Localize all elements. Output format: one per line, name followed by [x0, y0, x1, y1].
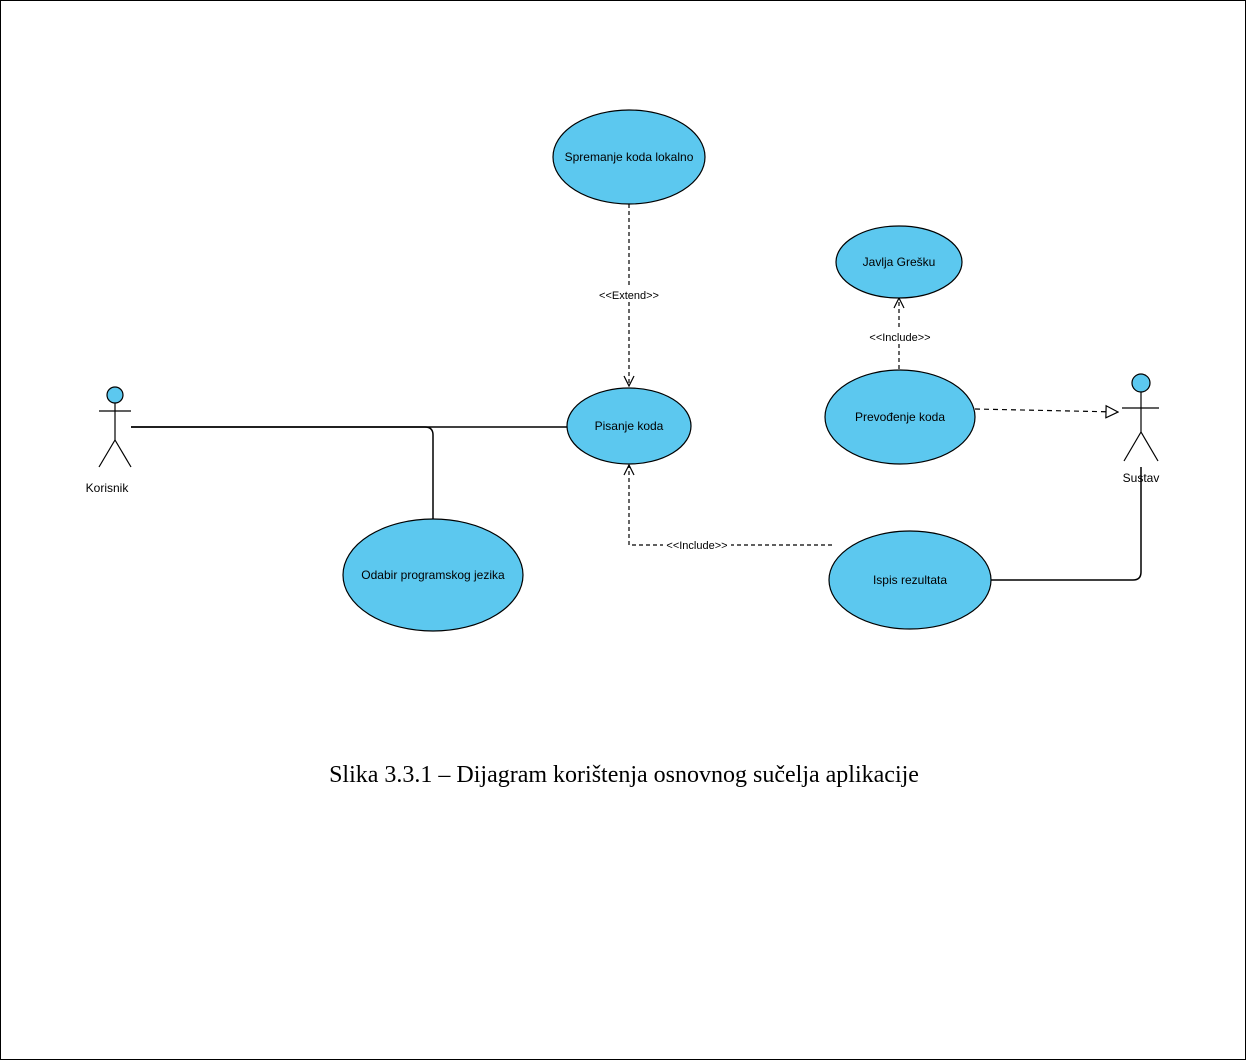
use-case-save-locally-label: Spremanje koda lokalno	[565, 150, 694, 164]
use-case-compile-code[interactable]: Prevođenje koda	[824, 369, 976, 465]
include-output-label: <<Include>>	[666, 540, 727, 552]
association-user-choose-language	[131, 426, 434, 520]
actor-user-label: Korisnik	[86, 481, 130, 495]
extend-label: <<Extend>>	[599, 290, 659, 302]
actor-user[interactable]: Korisnik	[86, 386, 132, 495]
actor-system[interactable]: Sustav	[1122, 373, 1160, 485]
actor-system-label: Sustav	[1123, 471, 1160, 485]
association-output-system	[991, 467, 1142, 581]
include-output-relation	[629, 465, 832, 546]
include-error-label: <<Include>>	[869, 332, 930, 344]
figure-caption: Slika 3.3.1 – Dijagram korištenja osnovn…	[329, 762, 919, 788]
compile-to-system-relation	[974, 409, 1118, 412]
actor-user-head	[106, 386, 124, 404]
use-case-choose-language[interactable]: Odabir programskog jezika	[342, 518, 524, 632]
use-case-choose-language-label: Odabir programskog jezika	[361, 568, 505, 582]
include-output-label-bg	[663, 538, 731, 552]
use-case-write-code[interactable]: Pisanje koda	[566, 387, 692, 465]
use-case-report-error[interactable]: Javlja Grešku	[835, 225, 963, 299]
actor-system-head	[1131, 373, 1151, 393]
use-case-print-result[interactable]: Ispis rezultata	[828, 530, 992, 630]
use-case-report-error-label: Javlja Grešku	[863, 255, 936, 269]
extend-label-bg	[596, 287, 662, 302]
use-case-save-locally[interactable]: Spremanje koda lokalno	[552, 109, 706, 205]
use-case-write-code-label: Pisanje koda	[595, 419, 664, 433]
use-case-compile-code-label: Prevođenje koda	[855, 410, 945, 424]
use-case-print-result-label: Ispis rezultata	[873, 573, 947, 587]
include-error-label-bg	[866, 329, 934, 344]
